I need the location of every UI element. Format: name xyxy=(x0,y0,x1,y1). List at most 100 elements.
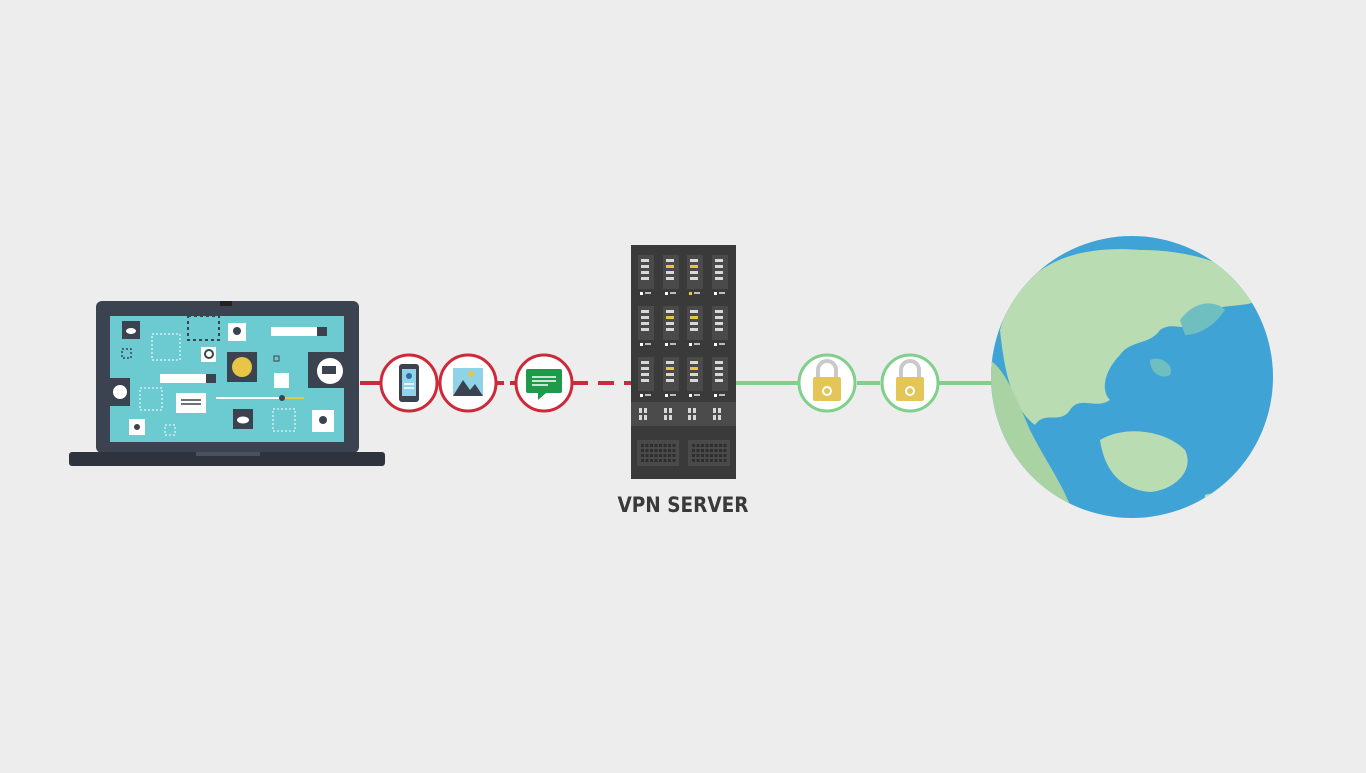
server-vent-hole xyxy=(663,449,667,452)
server-vent-hole xyxy=(650,444,653,447)
server-status-bar xyxy=(719,292,725,294)
server-drive-led xyxy=(641,271,649,274)
server-status-dot xyxy=(689,292,692,295)
server-vent-hole xyxy=(692,459,695,462)
packet-padlock-icon-1 xyxy=(797,353,857,413)
server-drive-led xyxy=(641,328,649,331)
server-drive-led xyxy=(666,328,674,331)
server-vent-hole xyxy=(714,444,718,447)
server-vent-hole xyxy=(645,454,649,457)
packet-padlock-icon-2 xyxy=(880,353,940,413)
server-vent-hole xyxy=(672,454,676,457)
server-status-bar xyxy=(694,292,700,294)
server-drive-led xyxy=(690,316,698,319)
server-status-bar xyxy=(670,292,676,294)
server-vent-hole xyxy=(641,449,644,452)
server-vent-hole xyxy=(645,444,649,447)
server-status-bar xyxy=(670,394,676,396)
server-vent-hole xyxy=(714,454,718,457)
server-drive-led xyxy=(715,259,723,262)
server-vent-hole xyxy=(701,454,704,457)
server-status-bar xyxy=(645,292,651,294)
server-port xyxy=(669,415,672,420)
server-status-bar xyxy=(719,343,725,345)
server-status-bar xyxy=(694,343,700,345)
server-drive-led xyxy=(666,277,674,280)
server-drive-led xyxy=(690,373,698,376)
server-vent-hole xyxy=(654,459,658,462)
server-status-dot xyxy=(714,292,717,295)
server-drive-led xyxy=(641,277,649,280)
server-vent-hole xyxy=(696,454,700,457)
server-vent-hole xyxy=(663,459,667,462)
server-status-dot xyxy=(689,394,692,397)
server-port xyxy=(693,408,696,413)
server-drive-led xyxy=(666,271,674,274)
server-drive-led xyxy=(666,379,674,382)
server-vent-hole xyxy=(719,449,722,452)
server-drive-led xyxy=(690,379,698,382)
server-vent-hole xyxy=(705,454,709,457)
server-drive-led xyxy=(666,322,674,325)
server-vent-hole xyxy=(641,459,644,462)
server-drive-led xyxy=(641,361,649,364)
server-drive-led xyxy=(690,367,698,370)
server-drive-led xyxy=(690,328,698,331)
server-drive-led xyxy=(666,373,674,376)
server-vent-hole xyxy=(692,449,695,452)
server-drive-led xyxy=(690,310,698,313)
server-status-dot xyxy=(689,343,692,346)
server-port xyxy=(688,408,691,413)
server-port xyxy=(639,408,642,413)
server-drive-led xyxy=(715,379,723,382)
packet-chat-message-icon xyxy=(514,353,574,413)
server-vent-hole xyxy=(723,444,727,447)
server-drive-led xyxy=(666,367,674,370)
server-drive-led xyxy=(641,367,649,370)
server-vent-hole xyxy=(663,444,667,447)
server-vent-hole xyxy=(668,459,671,462)
server-vent-hole xyxy=(668,449,671,452)
server-vent-hole xyxy=(672,444,676,447)
server-vent-hole xyxy=(654,444,658,447)
server-drive-led xyxy=(666,361,674,364)
laptop-icon xyxy=(69,301,385,466)
server-vent-hole xyxy=(645,459,649,462)
server-vent-hole xyxy=(663,454,667,457)
server-status-dot xyxy=(665,394,668,397)
server-rack-icon xyxy=(631,245,736,479)
server-vent-hole xyxy=(705,449,709,452)
server-vent-hole xyxy=(650,454,653,457)
server-status-dot xyxy=(714,343,717,346)
server-status-dot xyxy=(640,292,643,295)
server-port xyxy=(669,408,672,413)
server-vent-hole xyxy=(701,459,704,462)
server-vent-hole xyxy=(692,444,695,447)
server-vent-hole xyxy=(659,454,662,457)
server-drive-led xyxy=(715,310,723,313)
server-port xyxy=(688,415,691,420)
server-drive-led xyxy=(690,322,698,325)
server-vent-hole xyxy=(641,454,644,457)
server-port xyxy=(639,415,642,420)
server-port xyxy=(718,415,721,420)
server-drive-led xyxy=(641,316,649,319)
server-vent-hole xyxy=(696,444,700,447)
server-drive-led xyxy=(641,322,649,325)
server-drive-led xyxy=(715,265,723,268)
server-drive-led xyxy=(690,265,698,268)
server-vent-hole xyxy=(723,459,727,462)
server-port xyxy=(664,408,667,413)
server-vent-hole xyxy=(659,444,662,447)
server-status-dot xyxy=(640,343,643,346)
server-vent-hole xyxy=(668,454,671,457)
globe-icon xyxy=(991,236,1273,518)
server-vent-hole xyxy=(672,449,676,452)
server-drive-led xyxy=(715,316,723,319)
server-port xyxy=(713,415,716,420)
server-port xyxy=(644,408,647,413)
server-drive-led xyxy=(666,265,674,268)
server-drive-led xyxy=(641,379,649,382)
server-drive-led xyxy=(666,310,674,313)
server-vent xyxy=(637,440,679,466)
